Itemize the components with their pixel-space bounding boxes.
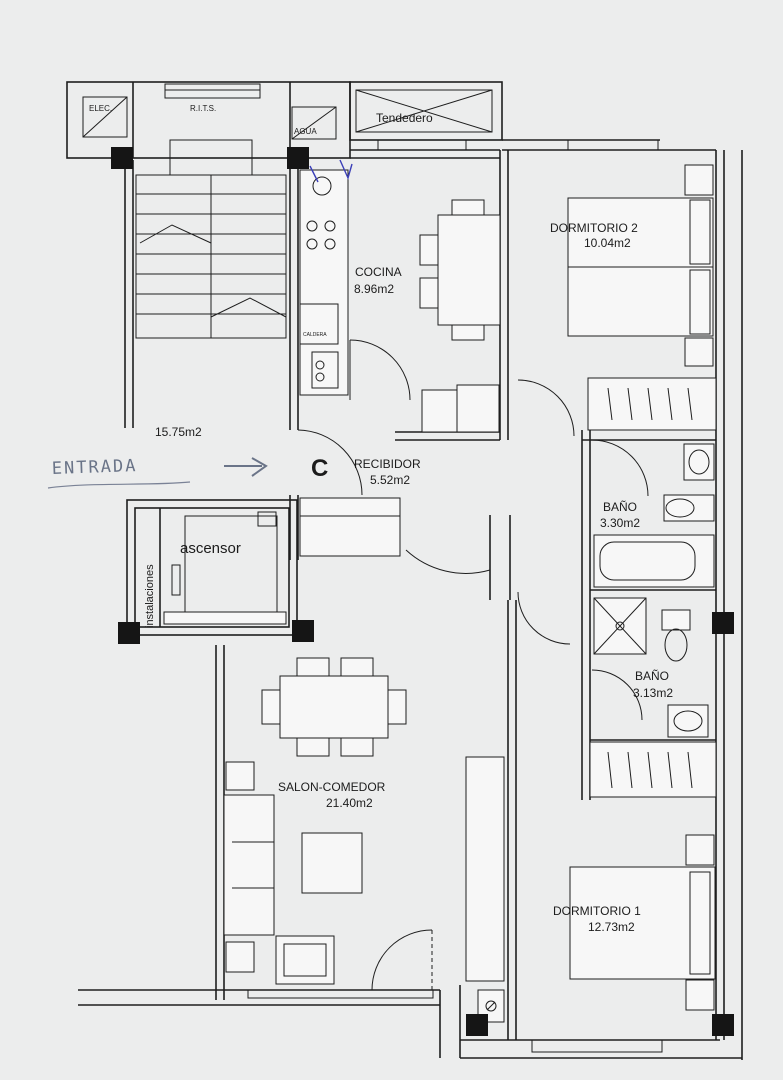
- tendedero-block: [349, 81, 503, 151]
- kitchen-table: [419, 199, 501, 341]
- salon-furniture: [223, 657, 505, 1023]
- kitchen-appliances: [421, 384, 500, 433]
- label-instalaciones: instalaciones: [144, 564, 156, 628]
- doors: [297, 339, 649, 991]
- label-agua: AGUA: [294, 127, 317, 136]
- hallway-walls: [489, 430, 716, 1040]
- bano-2-fixtures: [589, 597, 717, 798]
- label-rits: R.I.T.S.: [190, 104, 216, 113]
- label-cocina-area: 8.96m2: [354, 282, 394, 296]
- dormitorio-1-furniture: [569, 834, 716, 1011]
- label-dormitorio-2-area: 10.04m2: [584, 236, 631, 250]
- bano-1-fixtures: [593, 443, 715, 588]
- label-dormitorio-1-name: DORMITORIO 1: [553, 904, 641, 918]
- entrada-annotation: ENTRADA: [51, 456, 137, 479]
- recibidor-fixtures: [289, 495, 401, 560]
- structural-columns: [111, 147, 734, 1036]
- label-caldera: CALDERA: [303, 332, 327, 338]
- stair-core: [66, 81, 351, 430]
- label-bano-2-name: BAÑO: [635, 669, 669, 683]
- label-bano-1-area: 3.30m2: [600, 516, 640, 530]
- label-bano-2-area: 3.13m2: [633, 686, 673, 700]
- label-elec: ELEC.: [89, 104, 112, 113]
- label-dormitorio-1-area: 12.73m2: [588, 920, 635, 934]
- kitchen-walls: [395, 431, 500, 441]
- label-tendedero: Tendedero: [376, 111, 433, 125]
- label-dormitorio-2-name: DORMITORIO 2: [550, 221, 638, 235]
- kitchen-counter: [299, 169, 349, 396]
- entry-letter: C: [311, 455, 328, 482]
- label-stair-area: 15.75m2: [155, 425, 202, 439]
- ascensor-block: [126, 499, 298, 636]
- pencil-marks: [47, 159, 353, 489]
- dormitorio-2-furniture: [567, 164, 717, 431]
- label-cocina-name: COCINA: [355, 265, 402, 279]
- label-ascensor: ascensor: [180, 540, 241, 557]
- label-bano-1-name: BAÑO: [603, 500, 637, 514]
- label-recibidor-name: RECIBIDOR: [354, 457, 421, 471]
- label-salon-area: 21.40m2: [326, 796, 373, 810]
- label-recibidor-area: 5.52m2: [370, 473, 410, 487]
- label-salon-name: SALON-COMEDOR: [278, 780, 386, 794]
